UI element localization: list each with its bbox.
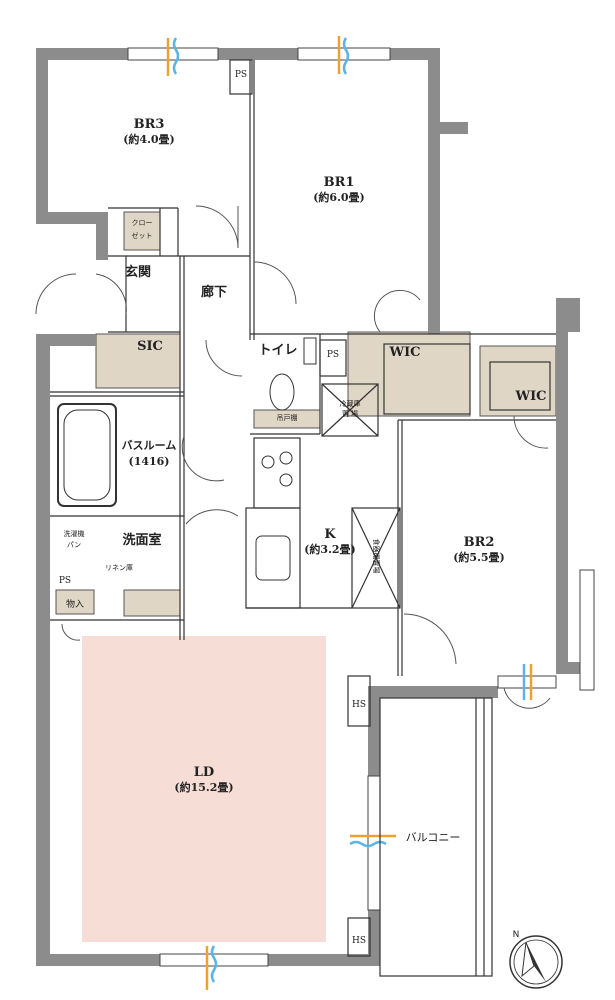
br2-name: BR2: [463, 535, 495, 550]
toilet-fixture: [269, 337, 317, 411]
wic1-label: WIC: [389, 345, 421, 360]
ps-label-wash: PS: [58, 576, 72, 586]
br1-size: (約6.0畳): [313, 191, 365, 204]
ld-name: LD: [193, 765, 215, 780]
linen-label: リネン庫: [105, 564, 133, 572]
br2-size: (約5.5畳): [453, 551, 505, 564]
ld-size: (約15.2畳): [174, 781, 234, 794]
stove: [261, 451, 293, 487]
kitchen-sink: [255, 535, 291, 581]
wic2-label: WIC: [515, 389, 547, 404]
washer-label-2: パン: [66, 541, 82, 549]
k-name: K: [324, 527, 336, 542]
fridge-label-2: 置 場: [341, 410, 359, 418]
sic-label: SIC: [137, 339, 163, 354]
bath-size: (1416): [128, 455, 170, 468]
toilet-label: トイレ: [258, 343, 298, 358]
window-markers: [166, 36, 533, 990]
closet-label-1: クロー: [131, 219, 153, 227]
bathtub: [57, 403, 117, 507]
corridor-label: 廊下: [200, 285, 227, 300]
balcony-label: バルコニー: [405, 831, 461, 844]
bath-name: バスルーム: [121, 439, 177, 452]
washroom-label: 洗面室: [122, 533, 162, 548]
door-swings: [35, 205, 551, 709]
ps-label-top: PS: [234, 70, 248, 80]
fridge-label-1: 冷蔵庫: [339, 400, 361, 408]
k-size: (約3.2畳): [304, 543, 356, 556]
north-label: N: [512, 930, 520, 940]
partitions: [50, 59, 556, 977]
br3-size: (約4.0畳): [123, 133, 175, 146]
br1-name: BR1: [323, 175, 355, 190]
fixtures: [55, 211, 557, 617]
cupboard-label: 食器棚置場: [372, 538, 381, 574]
shelf-label: 吊戸棚: [276, 414, 298, 422]
closet-label-2: ゼット: [131, 232, 153, 240]
ps-label-toilet: PS: [326, 350, 340, 360]
washer-label-1: 洗濯機: [63, 530, 85, 538]
north-compass-icon: [509, 935, 563, 989]
hs-label-top: HS: [351, 700, 366, 710]
ld-floor: [82, 636, 326, 942]
hs-label-bottom: HS: [351, 936, 366, 946]
entrance-label: 玄関: [124, 265, 151, 280]
storage-label: 物入: [65, 600, 84, 610]
br3-name: BR3: [133, 117, 165, 132]
